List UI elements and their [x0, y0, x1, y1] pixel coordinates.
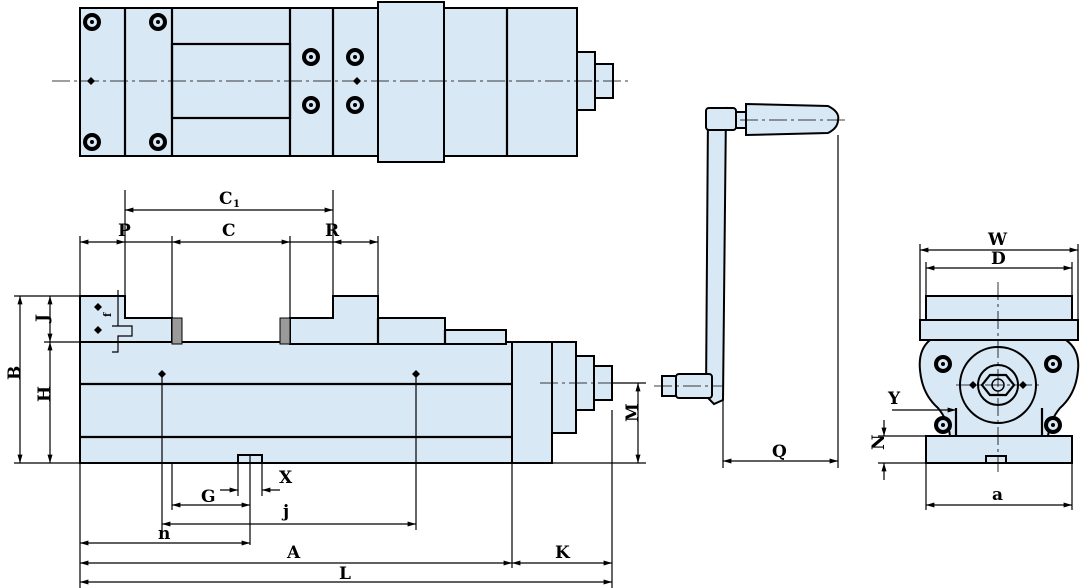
label-d: D: [991, 249, 1006, 269]
bolt-hole: [1044, 355, 1062, 373]
label-n: n: [158, 524, 170, 544]
label-y: Y: [887, 389, 901, 409]
label-f: f: [103, 312, 114, 317]
dimension-labels: C 1 P C R J f B H M X G j n A K L Q W D …: [5, 189, 1008, 584]
bolt-hole: [934, 416, 952, 434]
bolt-holes-top: [83, 13, 364, 151]
label-c1-subscript: 1: [233, 199, 240, 210]
label-w: W: [987, 230, 1008, 250]
label-c: C: [222, 221, 236, 241]
label-x: X: [279, 468, 293, 488]
dimensions: [14, 190, 1079, 588]
top-view: [52, 1, 632, 163]
label-j: J: [33, 314, 53, 324]
bolt-hole: [83, 13, 101, 31]
label-k: K: [555, 543, 571, 563]
label-c1: C: [219, 189, 233, 209]
bolt-hole: [149, 133, 167, 151]
bolt-hole: [302, 96, 320, 114]
bolt-hole: [302, 48, 320, 66]
bolt-hole: [346, 48, 364, 66]
label-p: P: [118, 221, 131, 241]
label-q: Q: [772, 442, 787, 462]
bolt-hole: [346, 96, 364, 114]
crank-handle: [654, 102, 848, 468]
label-a-upper: A: [286, 543, 301, 563]
label-g: G: [201, 487, 216, 507]
bolt-hole: [83, 133, 101, 151]
label-b: B: [5, 366, 25, 380]
bolt-hole: [934, 355, 952, 373]
label-l: L: [339, 564, 351, 584]
front-view: [79, 295, 632, 545]
bolt-hole: [1044, 416, 1062, 434]
bolt-hole: [149, 13, 167, 31]
label-h: H: [35, 386, 55, 402]
label-n-side: N: [869, 434, 889, 450]
label-m: M: [623, 403, 643, 422]
label-a-lower: a: [992, 485, 1003, 505]
label-j-lower: j: [281, 502, 289, 522]
side-view: [918, 282, 1080, 472]
label-r: R: [325, 221, 340, 241]
